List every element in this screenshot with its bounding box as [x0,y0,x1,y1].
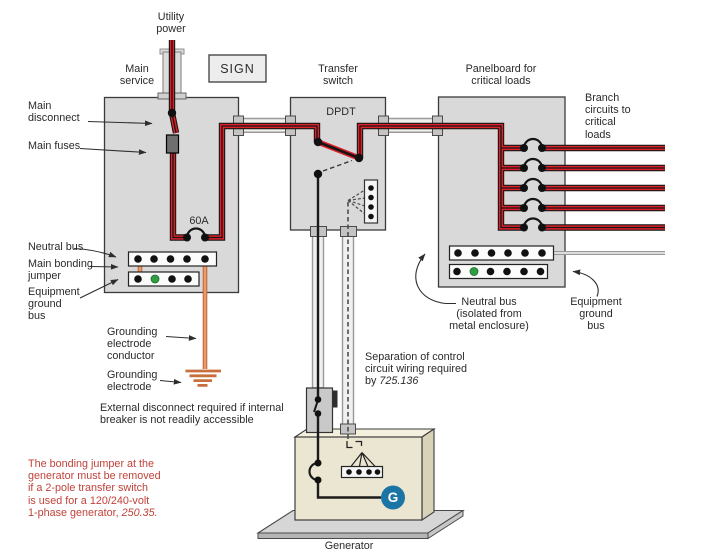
main-service-label: Main service [119,63,155,88]
separation-note-text: Separation of control circuit wiring req… [365,351,468,388]
transfer-switch-terminal-block [363,179,379,224]
generator-symbol-letter: G [387,490,399,505]
dpdt-label: DPDT [326,106,356,118]
main-fuses-label: Main fuses [28,140,81,152]
external-disconnect [305,387,338,434]
equipment-ground-bus-main-label: Equipment ground bus [28,286,80,323]
main-bonding-jumper-label: Main bonding jumper [28,258,93,283]
breaker-rating-label: 60A [189,215,209,227]
panelboard-neutral-bus [448,245,555,261]
bonding-note: The bonding jumper at the generator must… [28,458,161,519]
bonding-note-code-ref: 250.35. [121,506,158,519]
main-service-ground-bus [127,271,200,287]
transfer-switch-label: Transfer switch [318,63,358,88]
green-ground-terminals [150,267,479,284]
sign-label: SIGN [220,61,255,76]
terminal-dots [134,108,546,484]
grounding-electrode-label: Grounding electrode [107,369,158,394]
transfer-switch-dashed-blade [322,159,353,172]
generator-feeder-wire [316,174,381,499]
utility-power-label: Utility power [156,11,186,36]
generator-symbol-circle [381,485,405,510]
separation-note-code-ref: 725.136 [379,375,419,388]
control-wiring-dashed [347,187,369,440]
generator-terminal-block [340,452,384,479]
neutral-bus-panel-label: Neutral bus (isolated from metal enclosu… [449,296,529,333]
branch-circuits-label: Branch circuits to critical loads [585,92,631,141]
leader-arrows [73,120,599,385]
equipment-ground-bus-panel-label: Equipment ground bus [570,296,622,333]
sign-box [208,54,267,83]
main-fuse [165,134,180,154]
power-wiring [168,40,665,241]
neutral-bus-main-label: Neutral bus [28,241,84,253]
grounding-electrode-conductor-label: Grounding electrode conductor [107,326,158,363]
external-disconnect-note: External disconnect required if internal… [100,402,284,427]
generator-enclosure [293,427,436,522]
control-termination [346,440,363,449]
separation-note: Separation of control circuit wiring req… [365,351,467,388]
panelboard-ground-bus [448,263,549,280]
grounding-electrode-symbol [185,369,221,387]
panelboard-label: Panelboard for critical loads [465,63,537,88]
main-disconnect-label: Main disconnect [28,100,80,125]
bonding-note-text: The bonding jumper at the generator must… [28,458,161,519]
generator-label: Generator [324,540,374,552]
transfer-switch-blade [316,139,361,161]
